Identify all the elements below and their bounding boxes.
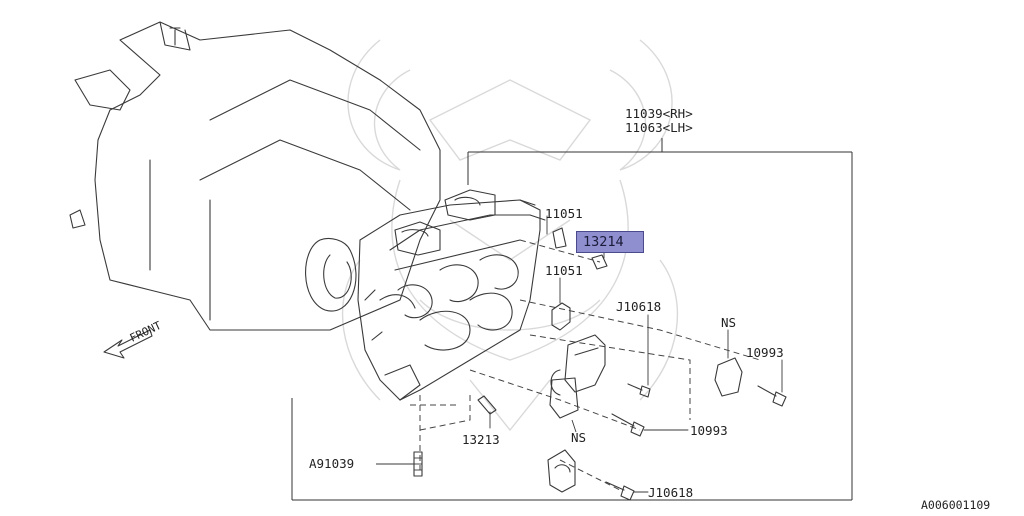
- camshaft-cap-upper: [549, 334, 606, 419]
- camshaft-cap-lower: [547, 449, 576, 493]
- bolt-10993-right: [757, 359, 787, 407]
- pin-13213: [477, 395, 497, 429]
- label-11051-lower[interactable]: 11051: [545, 263, 583, 278]
- front-direction-arrow: FRONT: [103, 319, 164, 359]
- diagram-code: A006001109: [921, 498, 990, 512]
- engine-block-outline: [69, 21, 441, 331]
- cylinder-head-assembly: [357, 189, 546, 401]
- assembly-bracket: [291, 138, 853, 501]
- dashed-leaders: [410, 239, 761, 491]
- label-ns-right[interactable]: NS: [721, 315, 736, 330]
- front-label: FRONT: [128, 319, 164, 345]
- label-11039-rh[interactable]: 11039<RH>: [625, 106, 693, 121]
- highlighted-part-13214-button[interactable]: 13214: [576, 231, 644, 253]
- camshaft-cap-right: [714, 329, 743, 397]
- label-j10618-upper[interactable]: J10618: [616, 299, 661, 314]
- label-11051-upper[interactable]: 11051: [545, 206, 583, 221]
- plug-lower-part: [551, 277, 571, 331]
- bolt-j10618-upper: [627, 314, 651, 398]
- label-a91039[interactable]: A91039: [309, 456, 354, 471]
- bolt-10993-lower: [611, 413, 689, 437]
- label-j10618-bottom[interactable]: J10618: [648, 485, 693, 500]
- stud-a91039: [376, 451, 423, 477]
- label-13213[interactable]: 13213: [462, 432, 500, 447]
- bolt-j10618-bottom: [605, 481, 649, 501]
- label-10993-right[interactable]: 10993: [746, 345, 784, 360]
- part-13214-pin: [591, 251, 608, 270]
- label-ns-lower[interactable]: NS: [571, 430, 586, 445]
- label-10993-lower[interactable]: 10993: [690, 423, 728, 438]
- ns-lower-leader: [571, 419, 577, 433]
- plug-upper-part: [546, 215, 567, 249]
- label-11063-lh[interactable]: 11063<LH>: [625, 120, 693, 135]
